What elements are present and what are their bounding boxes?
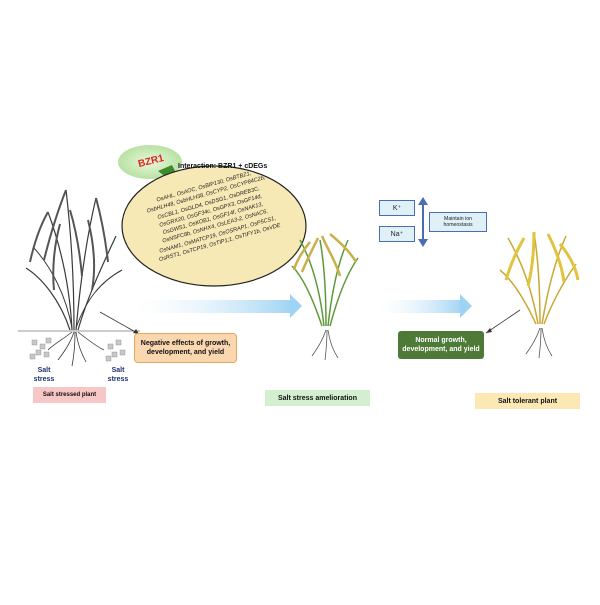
pointer-line-left: [99, 311, 140, 335]
homeostasis-text: Maintain ion homeostasis: [443, 215, 473, 229]
normal-outcome-text: Normal growth, development, and yield: [402, 337, 480, 353]
salt-stress-label-right: Salt stress: [107, 367, 129, 383]
caption-salt-tolerant-text: Salt tolerant plant: [497, 397, 558, 405]
caption-salt-stressed: Salt stressed plant: [33, 387, 106, 403]
gene-ellipse: [121, 165, 307, 287]
salt-crystals-right: [105, 339, 126, 362]
flow-arrow-1: [133, 294, 302, 318]
caption-amelioration-text: Salt stress amelioration: [278, 394, 357, 402]
salt-stressed-plant: [25, 189, 123, 367]
amelioration-plant: [291, 233, 359, 361]
ion-double-arrow: [418, 197, 428, 247]
negative-effects-box: Negative effects of growth, development,…: [134, 333, 237, 363]
salt-stress-label-left: Salt stress: [33, 367, 55, 383]
k-ion-text: K⁺: [392, 205, 402, 212]
na-ion-box: Na⁺: [379, 226, 415, 242]
caption-amelioration: Salt stress amelioration: [265, 390, 370, 406]
na-ion-text: Na⁺: [390, 231, 404, 238]
caption-salt-stressed-text: Salt stressed plant: [42, 392, 97, 398]
pointer-line-right: [485, 309, 521, 334]
salt-tolerant-plant: [499, 231, 580, 359]
k-ion-box: K⁺: [379, 200, 415, 216]
interaction-label: Interaction: BZR1 + cDEGs: [178, 163, 268, 170]
flow-arrow-2: [378, 294, 472, 318]
homeostasis-box: Maintain ion homeostasis: [429, 212, 487, 232]
normal-outcome-box: Normal growth, development, and yield: [398, 331, 484, 359]
caption-salt-tolerant: Salt tolerant plant: [475, 393, 580, 409]
salt-crystals-left: [29, 337, 52, 360]
negative-effects-text: Negative effects of growth, development,…: [140, 340, 231, 356]
